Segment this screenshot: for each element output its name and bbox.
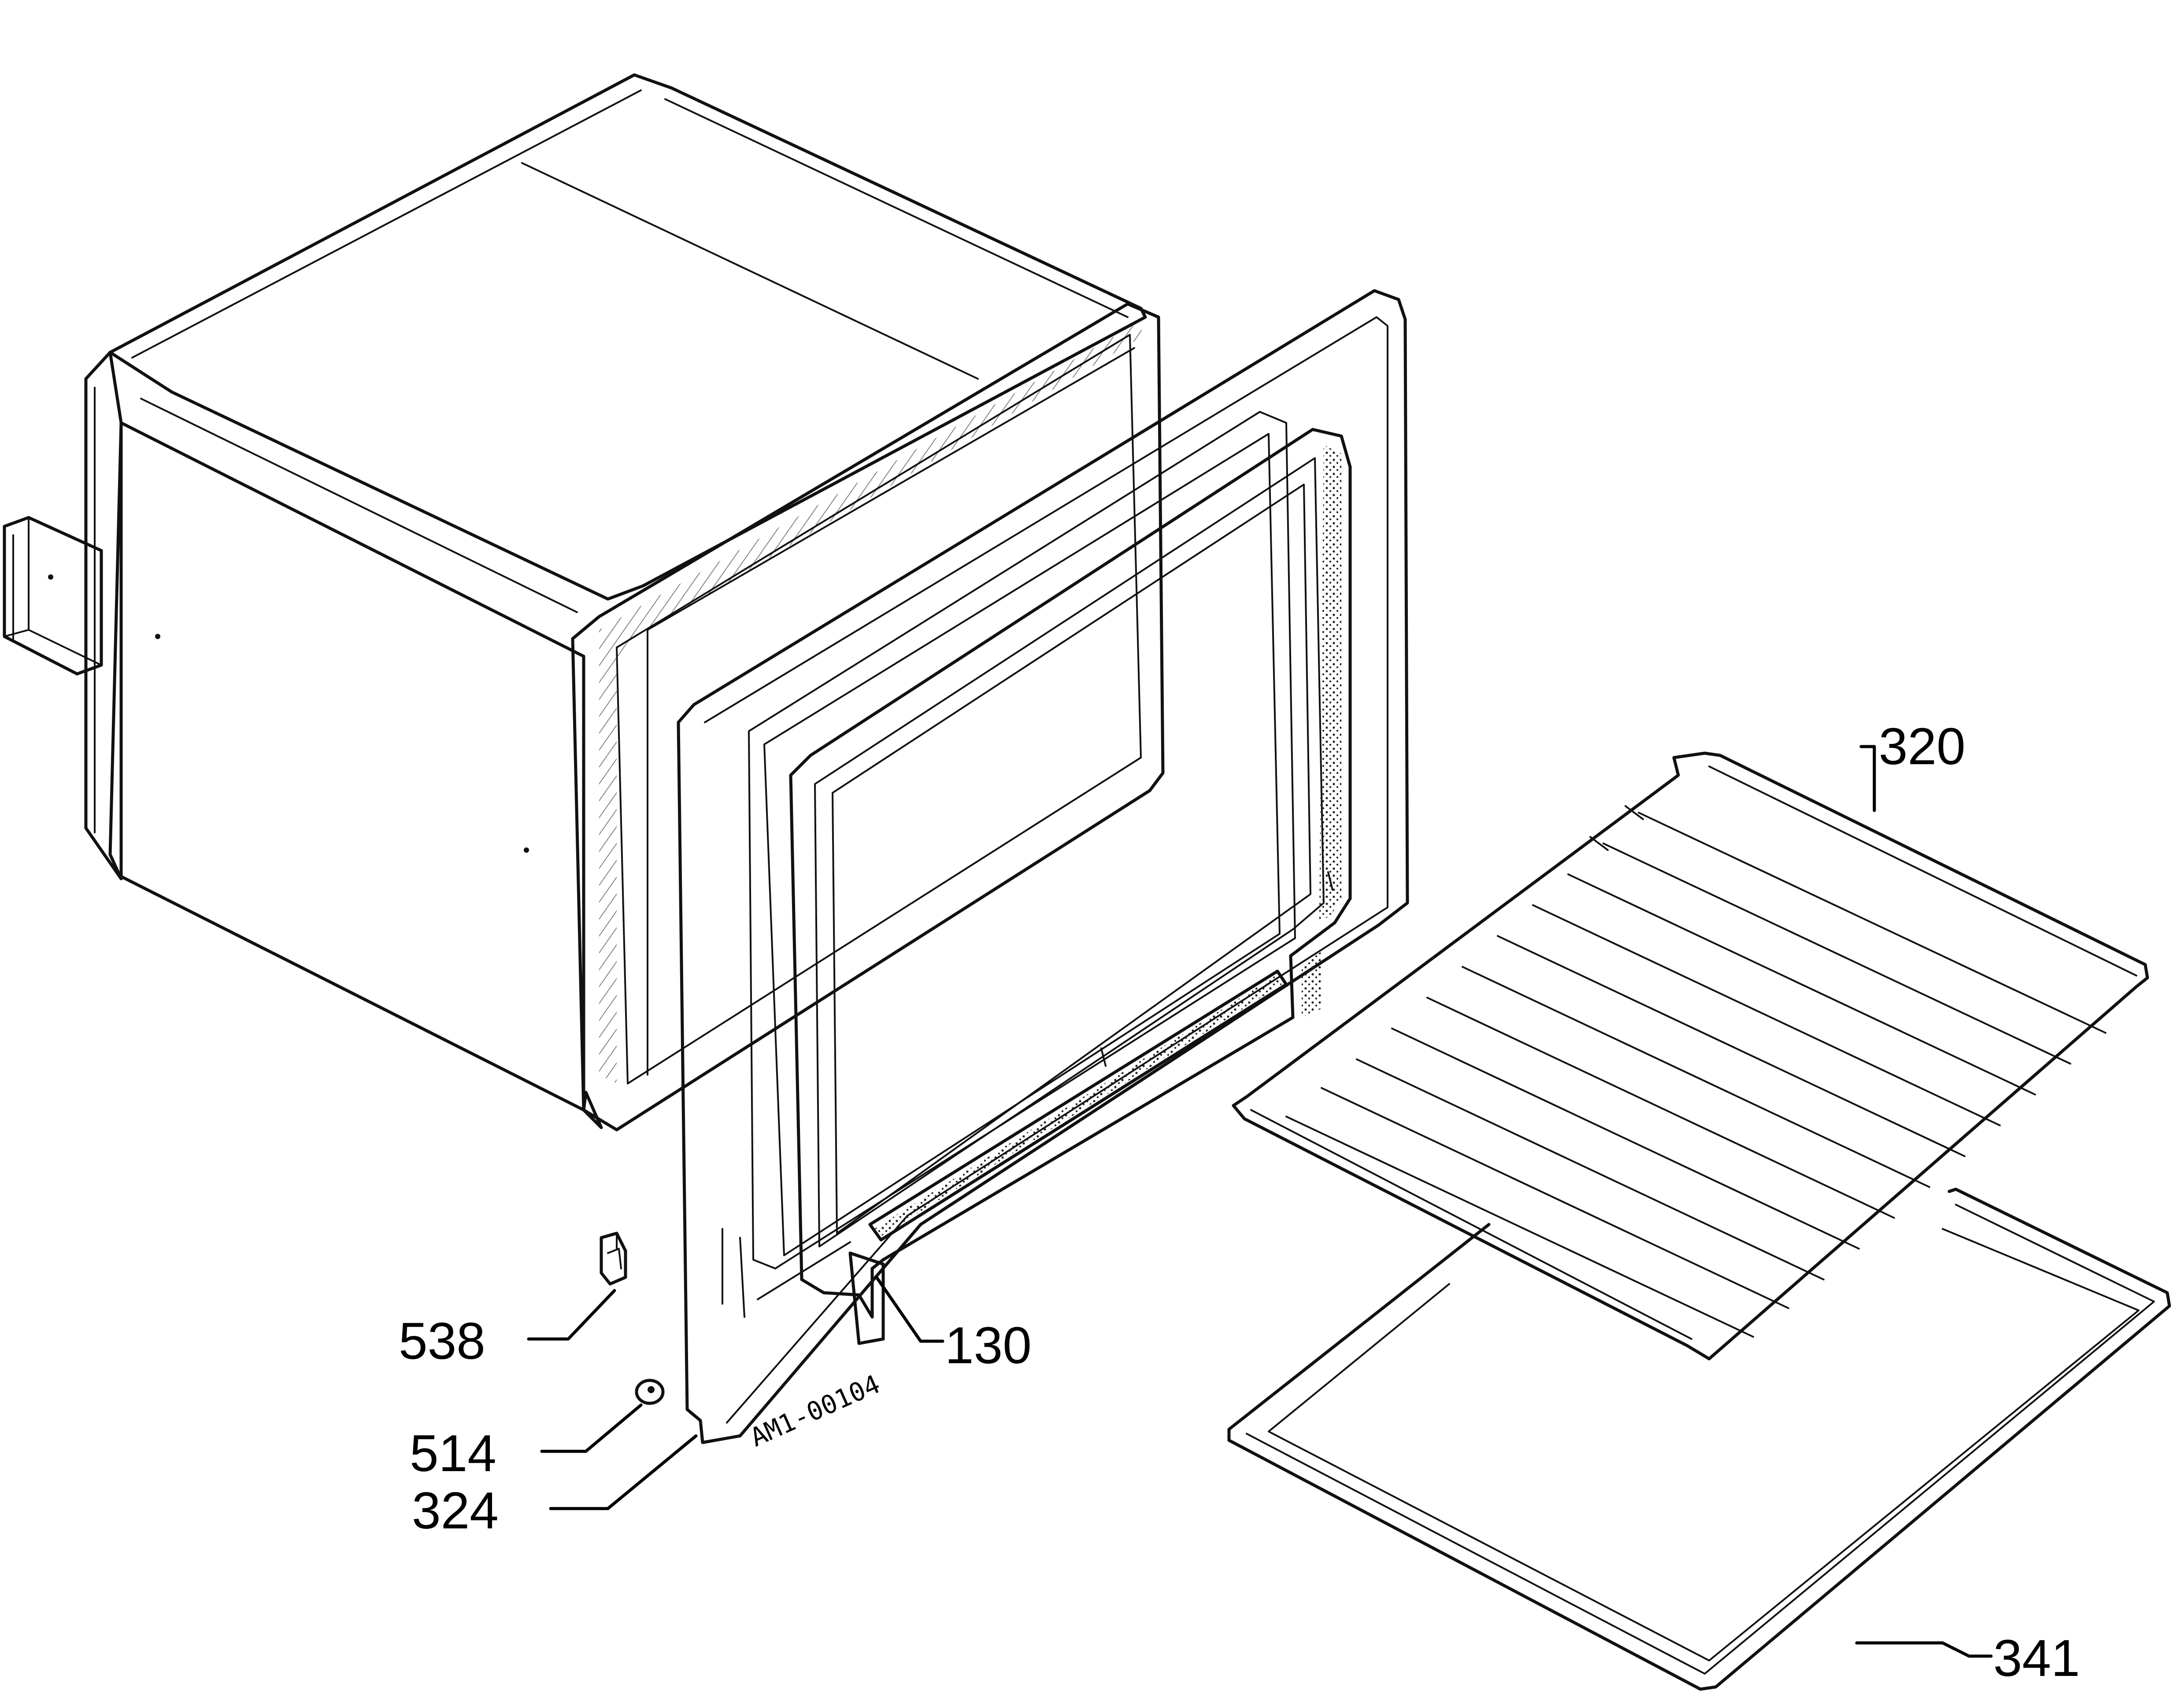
callout-538: 538 — [399, 1312, 485, 1370]
clip — [600, 1232, 627, 1286]
callout-341: 341 — [1993, 1629, 2080, 1687]
baking-tray — [1227, 1187, 2171, 1691]
front-frame — [677, 289, 1409, 1444]
leader-320 — [1859, 745, 1876, 812]
leader-lines — [527, 745, 1993, 1658]
screw — [635, 1379, 665, 1405]
leader-538 — [527, 1289, 616, 1341]
door-gasket — [789, 428, 1352, 1345]
wire-shelf — [1232, 751, 2149, 1361]
callout-324: 324 — [412, 1482, 499, 1540]
leader-341 — [1855, 1641, 1993, 1658]
callout-130: 130 — [945, 1317, 1032, 1375]
leader-514 — [540, 1403, 643, 1453]
leader-130 — [875, 1276, 944, 1343]
leader-324 — [549, 1434, 698, 1510]
drawing-reference-code: AM1-00104 — [746, 1369, 885, 1453]
callout-514: 514 — [410, 1424, 496, 1483]
oven-liner — [3, 73, 1165, 1132]
callout-320: 320 — [1879, 718, 1966, 776]
callout-labels: 320 130 538 514 324 341 AM1-00104 — [399, 718, 2080, 1687]
